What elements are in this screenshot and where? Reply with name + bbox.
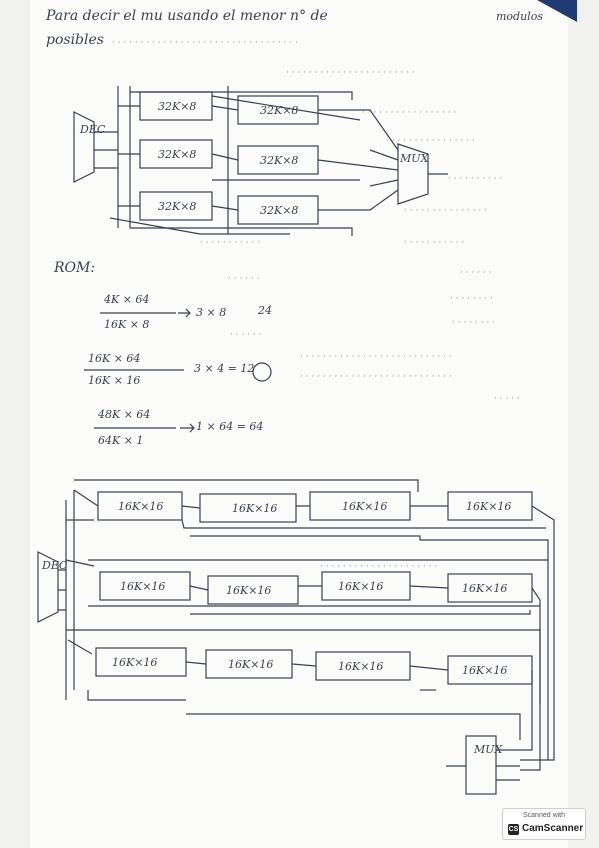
formula-2-numerator: 16K × 64 [88,352,141,365]
faint-text: · · · · · [494,394,520,404]
watermark-brand: CamScanner [522,823,584,834]
bottom-cell-label: 16K×16 [338,660,384,673]
top-cell-label: 32K×8 [260,204,299,217]
camscanner-logo-icon: CS [508,824,519,835]
top-cell-label: 32K×8 [260,154,299,167]
formula-1-denominator: 16K × 8 [104,318,150,331]
top-cell-label: 32K×8 [260,104,299,117]
bottom-cell-label: 16K×16 [338,580,384,593]
bottom-mux-label: MUX [474,742,502,757]
formula-2-circle [252,362,272,382]
faint-text: · · · · · · · · · · · · · · · · · · · · … [286,68,415,78]
top-decoder-shape [73,111,95,183]
formula-3-result: 1 × 64 = 64 [196,420,264,433]
formula-1-arrow [178,308,191,318]
bottom-cell-label: 16K×16 [120,580,166,593]
rom-label: ROM: [54,260,96,276]
faint-text: · · · · · · · · · · · · · · · · · [362,108,457,118]
page-corner-mark [537,0,577,22]
faint-text: · · · · · · [460,268,492,278]
top-decoder-label: DEC [80,123,106,136]
formula-2-denominator: 16K × 16 [88,374,141,387]
faint-text: · · · · · · · · · · · · · · · · · · · · … [112,38,298,48]
notebook-page [30,0,568,848]
bottom-mux-shape [465,735,497,795]
faint-text: · · · · · · · · · · · [404,238,465,248]
bottom-cell-label: 16K×16 [462,664,508,677]
faint-text: · · · · · · · · · · · · · · · [404,206,487,216]
bottom-cell-label: 16K×16 [466,500,512,513]
bottom-decoder-shape [37,551,59,623]
top-cell-label: 32K×8 [158,100,197,113]
faint-text: · · · · · · · · [450,294,493,304]
formula-3-denominator: 64K × 1 [98,434,144,447]
faint-text: · · · · · · · · · · · [200,238,261,248]
faint-text: · · · · · · [228,274,260,284]
bottom-cell-label: 16K×16 [342,500,388,513]
formula-1-result: 3 × 8 [196,306,227,319]
heading-line-2: posibles [46,32,104,48]
formula-2-result: 3 × 4 = 12 [194,362,255,375]
heading-line-1: Para decir el mu usando el menor n° de [46,8,328,24]
faint-text: · · · · · · · · [452,318,495,328]
bottom-cell-label: 16K×16 [462,582,508,595]
faint-text: · · · · · · · · · · · · · · · · · · · · … [300,352,452,362]
bottom-cell-label: 16K×16 [118,500,164,513]
formula-1-numerator: 4K × 64 [104,293,150,306]
bottom-decoder-label: DEC [42,559,68,572]
faint-text: · · · · · · · · · · · · · · · · · · · · … [300,372,452,382]
faint-text: · · · · · · · · · · [448,174,503,184]
bottom-cell-label: 16K×16 [112,656,158,669]
top-mux-shape [397,143,429,205]
faint-text: · · · · · · · · · · · · · · · · · · · · … [320,562,438,572]
scanner-watermark: Scanned with CS CamScanner [502,808,586,840]
bottom-cell-label: 16K×16 [232,502,278,515]
bottom-cell-label: 16K×16 [228,658,274,671]
faint-text: · · · · · · [230,330,262,340]
faint-text: · · · · · · · · · · · · · · · · [386,136,475,146]
top-cell-label: 32K×8 [158,148,197,161]
bottom-cell-label: 16K×16 [226,584,272,597]
formula-1-result-value: 24 [258,304,272,317]
formula-3-arrow [180,423,195,433]
formula-3-numerator: 48K × 64 [98,408,151,421]
watermark-caption: Scanned with [522,812,566,819]
heading-line-1-tail: modulos [496,10,543,23]
top-cell-label: 32K×8 [158,200,197,213]
top-mux-label: MUX [400,152,429,165]
